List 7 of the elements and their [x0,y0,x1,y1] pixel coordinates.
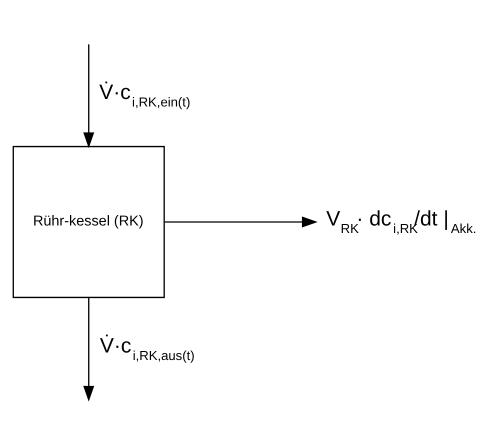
edge-label: V̇·c$_{i,RK,ein(t)}$ [99,80,190,110]
edge-label: V̇·c$_{i,RK,aus(t)}$ [100,334,195,362]
arrow [83,44,94,148]
node-text: V$_{RK}$· dc$_{i,RK}$/dt |$_{Akk.}$ [326,207,476,236]
node-box: Rühr-kessel (RK) [12,145,165,298]
arrow [83,297,94,402]
arrow [164,216,318,228]
